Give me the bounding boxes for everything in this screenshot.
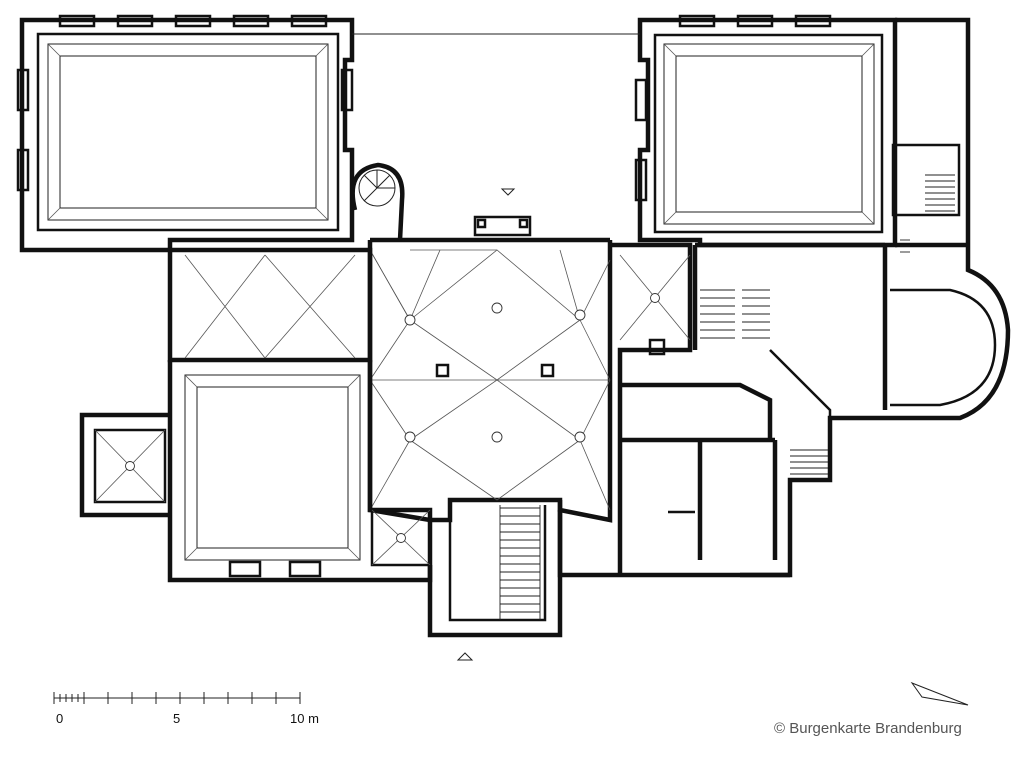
- northeast-tower: [634, 14, 898, 248]
- west-vaulted-room: [167, 247, 373, 363]
- south-entrance-marker: [456, 652, 474, 661]
- north-arrow-icon: [910, 681, 969, 706]
- east-wing: [740, 17, 1011, 578]
- north-entrance-marker: [500, 188, 516, 196]
- southeast-rooms: [557, 437, 828, 578]
- south-staircase: [427, 500, 563, 638]
- northwest-tower: [16, 14, 355, 253]
- small-vaulted-room: [370, 508, 432, 567]
- copyright-notice: © Burgenkarte Brandenburg: [774, 720, 962, 737]
- east-middle-area: [610, 242, 885, 440]
- west-annex: [79, 412, 170, 518]
- spiral-staircase: [350, 162, 405, 241]
- scale-label-0: 0: [56, 711, 63, 726]
- central-hall: [367, 215, 613, 523]
- scale-bar: 0 5 10 m: [53, 692, 319, 726]
- scale-label-5: 5: [173, 711, 180, 726]
- scale-label-10m: 10 m: [290, 711, 319, 726]
